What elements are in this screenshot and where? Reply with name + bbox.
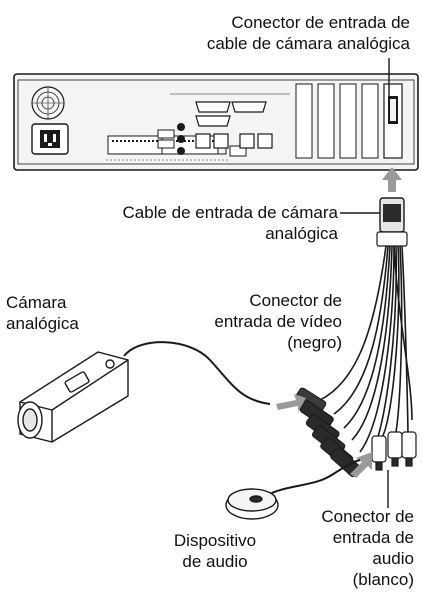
label-line: cable de cámara analógica xyxy=(206,34,410,53)
vga-port-icon xyxy=(170,93,290,127)
label-line: audio xyxy=(372,549,414,568)
arrow-video-icon xyxy=(276,394,306,412)
video-plugs xyxy=(295,387,362,478)
label-line: de audio xyxy=(182,552,248,571)
label-line: analógica xyxy=(6,314,79,333)
expansion-slots xyxy=(295,83,403,159)
label-analog-camera: Cámara analógica xyxy=(6,292,79,334)
audio-plugs xyxy=(371,431,417,471)
camera-cable-connector xyxy=(340,197,408,247)
power-inlet-icon xyxy=(31,123,69,155)
label-audio-input-connector: Conector de entrada de audio (blanco) xyxy=(290,506,414,590)
usb-port-icon xyxy=(157,123,185,155)
label-video-input-connector: Conector de entrada de vídeo (negro) xyxy=(170,290,342,353)
arrow-audio-icon xyxy=(350,452,372,478)
label-line: entrada de vídeo xyxy=(214,312,342,331)
arrow-up-icon xyxy=(382,167,402,192)
label-line: (negro) xyxy=(287,333,342,352)
recorder-rear-panel xyxy=(13,73,419,171)
label-line: analógica xyxy=(265,224,338,243)
label-line: Conector de xyxy=(249,291,342,310)
fan-icon xyxy=(31,86,65,120)
label-line: Conector de xyxy=(321,507,414,526)
label-line: (blanco) xyxy=(352,570,414,589)
camera-cable xyxy=(123,341,271,405)
label-line: Cámara xyxy=(6,293,67,312)
label-line: Conector de entrada de xyxy=(231,13,410,32)
label-audio-device: Dispositivo de audio xyxy=(160,530,270,572)
label-line: entrada de xyxy=(332,528,414,547)
audio-device-icon xyxy=(225,459,361,520)
label-line: Dispositivo xyxy=(173,531,257,550)
analog-camera-icon xyxy=(17,351,129,443)
ethernet-port-icon xyxy=(195,133,273,149)
label-line: Cable de entrada de cámara xyxy=(122,203,338,222)
label-camera-input-cable: Cable de entrada de cámara analógica xyxy=(40,202,338,244)
label-camera-cable-input-connector: Conector de entrada de cable de cámara a… xyxy=(150,12,410,54)
